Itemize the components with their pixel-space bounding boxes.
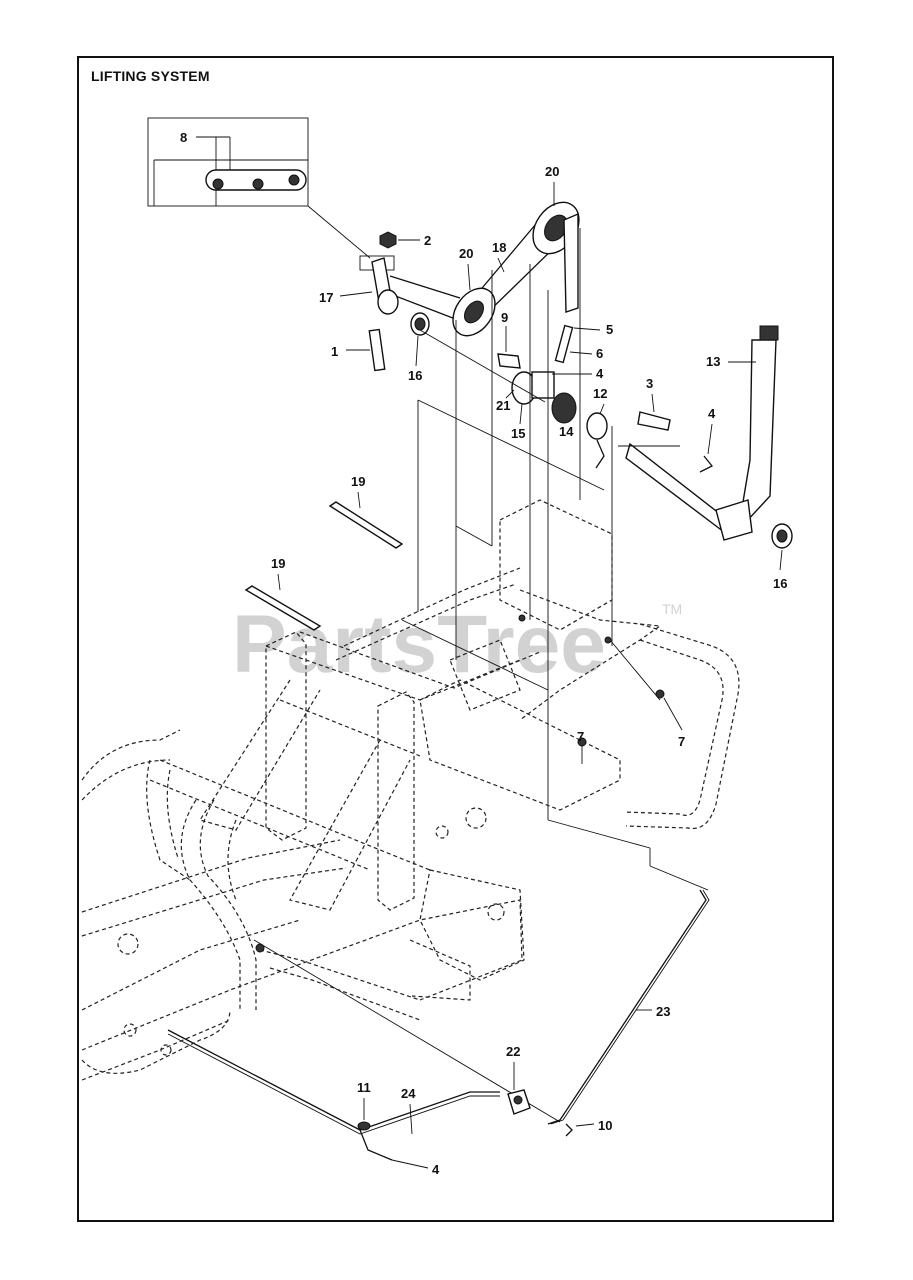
callout-2: 2 <box>424 233 431 248</box>
callout-21: 21 <box>496 398 510 413</box>
callout-16-left: 16 <box>408 368 422 383</box>
callout-23: 23 <box>656 1004 670 1019</box>
callout-5: 5 <box>606 322 613 337</box>
callout-13: 13 <box>706 354 720 369</box>
callout-19-upper: 19 <box>351 474 365 489</box>
callout-labels: 8 2 17 1 16 20 18 20 9 5 6 4 21 15 14 12… <box>180 130 787 1177</box>
callout-3: 3 <box>646 376 653 391</box>
lift-lever-assembly <box>625 325 793 549</box>
watermark-tm: TM <box>662 601 682 617</box>
callout-19-lower: 19 <box>271 556 285 571</box>
callout-18: 18 <box>492 240 506 255</box>
callout-22: 22 <box>506 1044 520 1059</box>
callout-9: 9 <box>501 310 508 325</box>
callout-11: 11 <box>357 1080 371 1095</box>
callout-4-lever: 4 <box>708 406 716 421</box>
callout-4-upper: 4 <box>596 366 604 381</box>
callout-24: 24 <box>401 1086 416 1101</box>
callout-17: 17 <box>319 290 333 305</box>
callout-leaders <box>196 136 783 1169</box>
callout-8: 8 <box>180 130 187 145</box>
callout-4-lower: 4 <box>432 1162 440 1177</box>
callout-20-lower: 20 <box>459 246 473 261</box>
diagram-title: LIFTING SYSTEM <box>91 68 210 84</box>
callout-7-left: 7 <box>577 729 584 744</box>
callout-10: 10 <box>598 1118 612 1133</box>
callout-15: 15 <box>511 426 525 441</box>
callout-14: 14 <box>559 424 574 439</box>
linkage-rods <box>167 889 710 1161</box>
callout-7-right: 7 <box>678 734 685 749</box>
callout-16-right: 16 <box>773 576 787 591</box>
reference-lines <box>253 228 709 1123</box>
callout-6: 6 <box>596 346 603 361</box>
callout-1: 1 <box>331 344 338 359</box>
diagram-frame <box>77 56 834 1222</box>
mower-frame <box>81 499 740 1081</box>
shafts <box>244 501 404 631</box>
chain-detail-inset <box>147 117 395 271</box>
callout-20-upper: 20 <box>545 164 559 179</box>
callout-12: 12 <box>593 386 607 401</box>
